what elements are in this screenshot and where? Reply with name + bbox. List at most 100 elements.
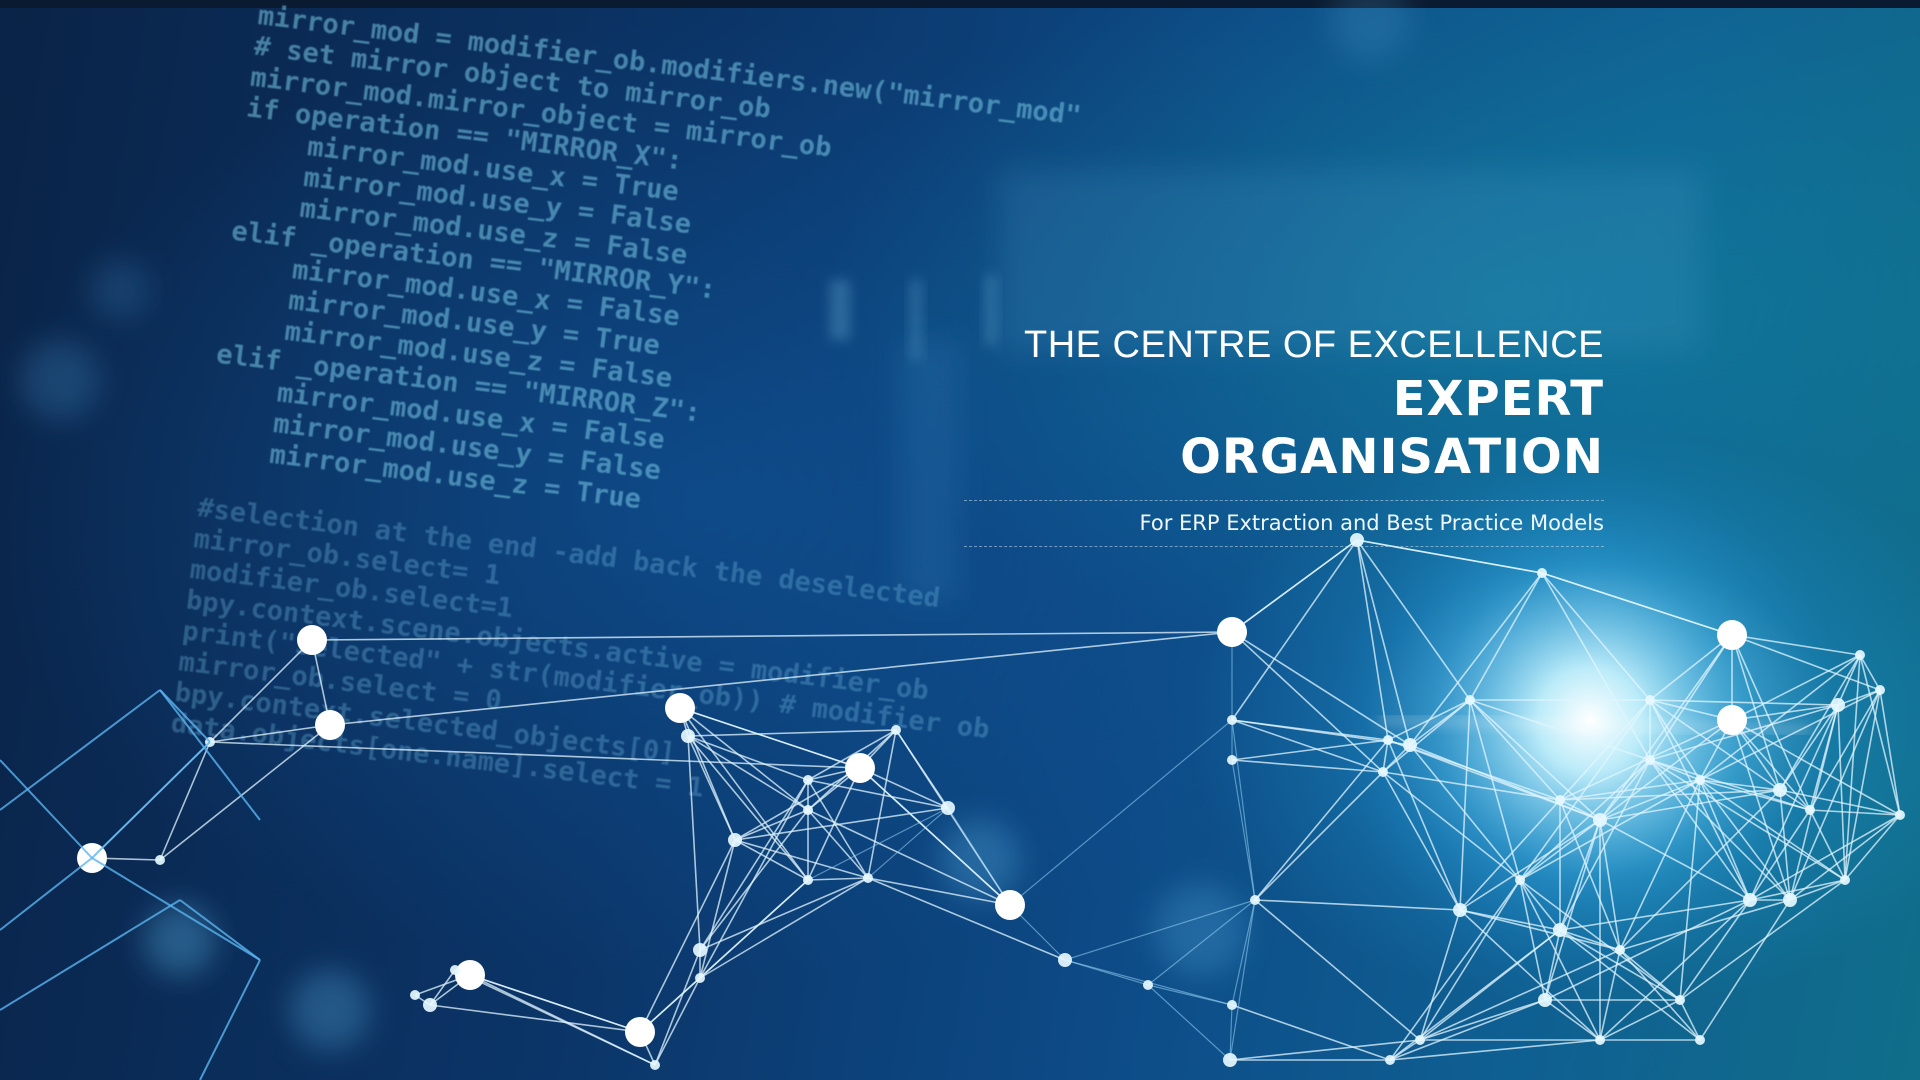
network-link (1387, 739, 1461, 911)
network-node (1855, 650, 1865, 660)
network-node (1553, 923, 1567, 937)
network-link (429, 969, 456, 1006)
network-link (1619, 949, 1701, 1041)
network-link (209, 724, 331, 743)
network-link (1229, 1004, 1233, 1061)
network-link (1559, 929, 1701, 1041)
network-node (1227, 755, 1237, 765)
network-node (1773, 783, 1787, 797)
network-link (1231, 719, 1384, 773)
network-node (1645, 755, 1655, 765)
network-link (311, 631, 1233, 641)
network-node (1058, 953, 1072, 967)
network-link (734, 767, 861, 841)
network-link (1749, 809, 1811, 901)
network-link (1599, 819, 1751, 901)
network-link (1519, 879, 1681, 1001)
network-link (947, 807, 1011, 906)
network-link (1231, 631, 1411, 746)
network-link (1419, 949, 1621, 1041)
network-link (429, 1004, 641, 1033)
network-link (1559, 929, 1681, 1001)
network-node (995, 890, 1025, 920)
network-link (1731, 704, 1839, 721)
network-link (1699, 779, 1781, 791)
network-link (687, 735, 736, 841)
network-link (1229, 1039, 1421, 1061)
network-link (159, 724, 331, 861)
network-link (1231, 631, 1384, 773)
network-link (1469, 572, 1543, 701)
network-link (1519, 759, 1651, 881)
network-node (1875, 685, 1885, 695)
network-link (1649, 699, 1751, 901)
network-link (1649, 634, 1733, 761)
network-node (941, 801, 955, 815)
network-node (1743, 893, 1757, 907)
network-link (867, 807, 949, 879)
network-link (1789, 704, 1839, 901)
network-link (159, 741, 211, 861)
network-node (803, 775, 813, 785)
network-link (1789, 814, 1901, 901)
network-link (1231, 539, 1358, 633)
network-link (1459, 909, 1601, 1041)
network-link (1559, 779, 1701, 801)
network-node (845, 753, 875, 783)
network-link (679, 707, 861, 769)
network-node (423, 998, 437, 1012)
network-link (0, 759, 93, 859)
network-link (1559, 819, 1601, 931)
network-node (1695, 775, 1705, 785)
network-link (179, 899, 261, 961)
network-link (1789, 879, 1846, 901)
network-link (454, 969, 656, 1066)
network-node (1227, 715, 1237, 725)
network-link (1544, 999, 1601, 1041)
network-link (1356, 539, 1389, 741)
network-link (734, 809, 809, 841)
network-link (1844, 689, 1881, 881)
network-link (687, 735, 809, 781)
network-link (1382, 771, 1461, 911)
network-node (1217, 617, 1247, 647)
network-link (1147, 899, 1256, 986)
network-link (1254, 771, 1384, 901)
network-link (1459, 699, 1471, 911)
network-link (1599, 759, 1651, 821)
network-link (91, 741, 211, 859)
network-node (1783, 893, 1797, 907)
network-link (454, 969, 641, 1033)
network-link (1519, 699, 1651, 881)
network-link (1382, 739, 1389, 773)
network-link (1356, 539, 1543, 574)
network-link (1387, 699, 1471, 741)
network-node (1385, 1055, 1395, 1065)
network-link (1519, 879, 1601, 1041)
network-link (1231, 1004, 1391, 1061)
network-link (1541, 572, 1733, 636)
network-link (699, 779, 809, 951)
network-link (199, 959, 261, 1080)
network-link (1679, 779, 1701, 1001)
network-link (1064, 899, 1256, 961)
network-link (1469, 699, 1601, 821)
network-link (1844, 654, 1861, 881)
network-link (1559, 899, 1751, 931)
network-node (410, 990, 420, 1000)
network-link (91, 857, 261, 961)
network-node (1675, 995, 1685, 1005)
network-link (1559, 799, 1601, 821)
network-link (1544, 899, 1751, 1001)
network-link (1559, 759, 1651, 931)
network-node (650, 1060, 660, 1070)
network-node (1403, 738, 1417, 752)
network-node (1555, 795, 1565, 805)
network-link (1231, 759, 1384, 773)
network-link (807, 877, 869, 881)
network-link (867, 877, 1011, 906)
network-link (1382, 771, 1561, 801)
network-link (1541, 572, 1651, 701)
network-link (1356, 539, 1471, 701)
network-link (1649, 759, 1846, 881)
